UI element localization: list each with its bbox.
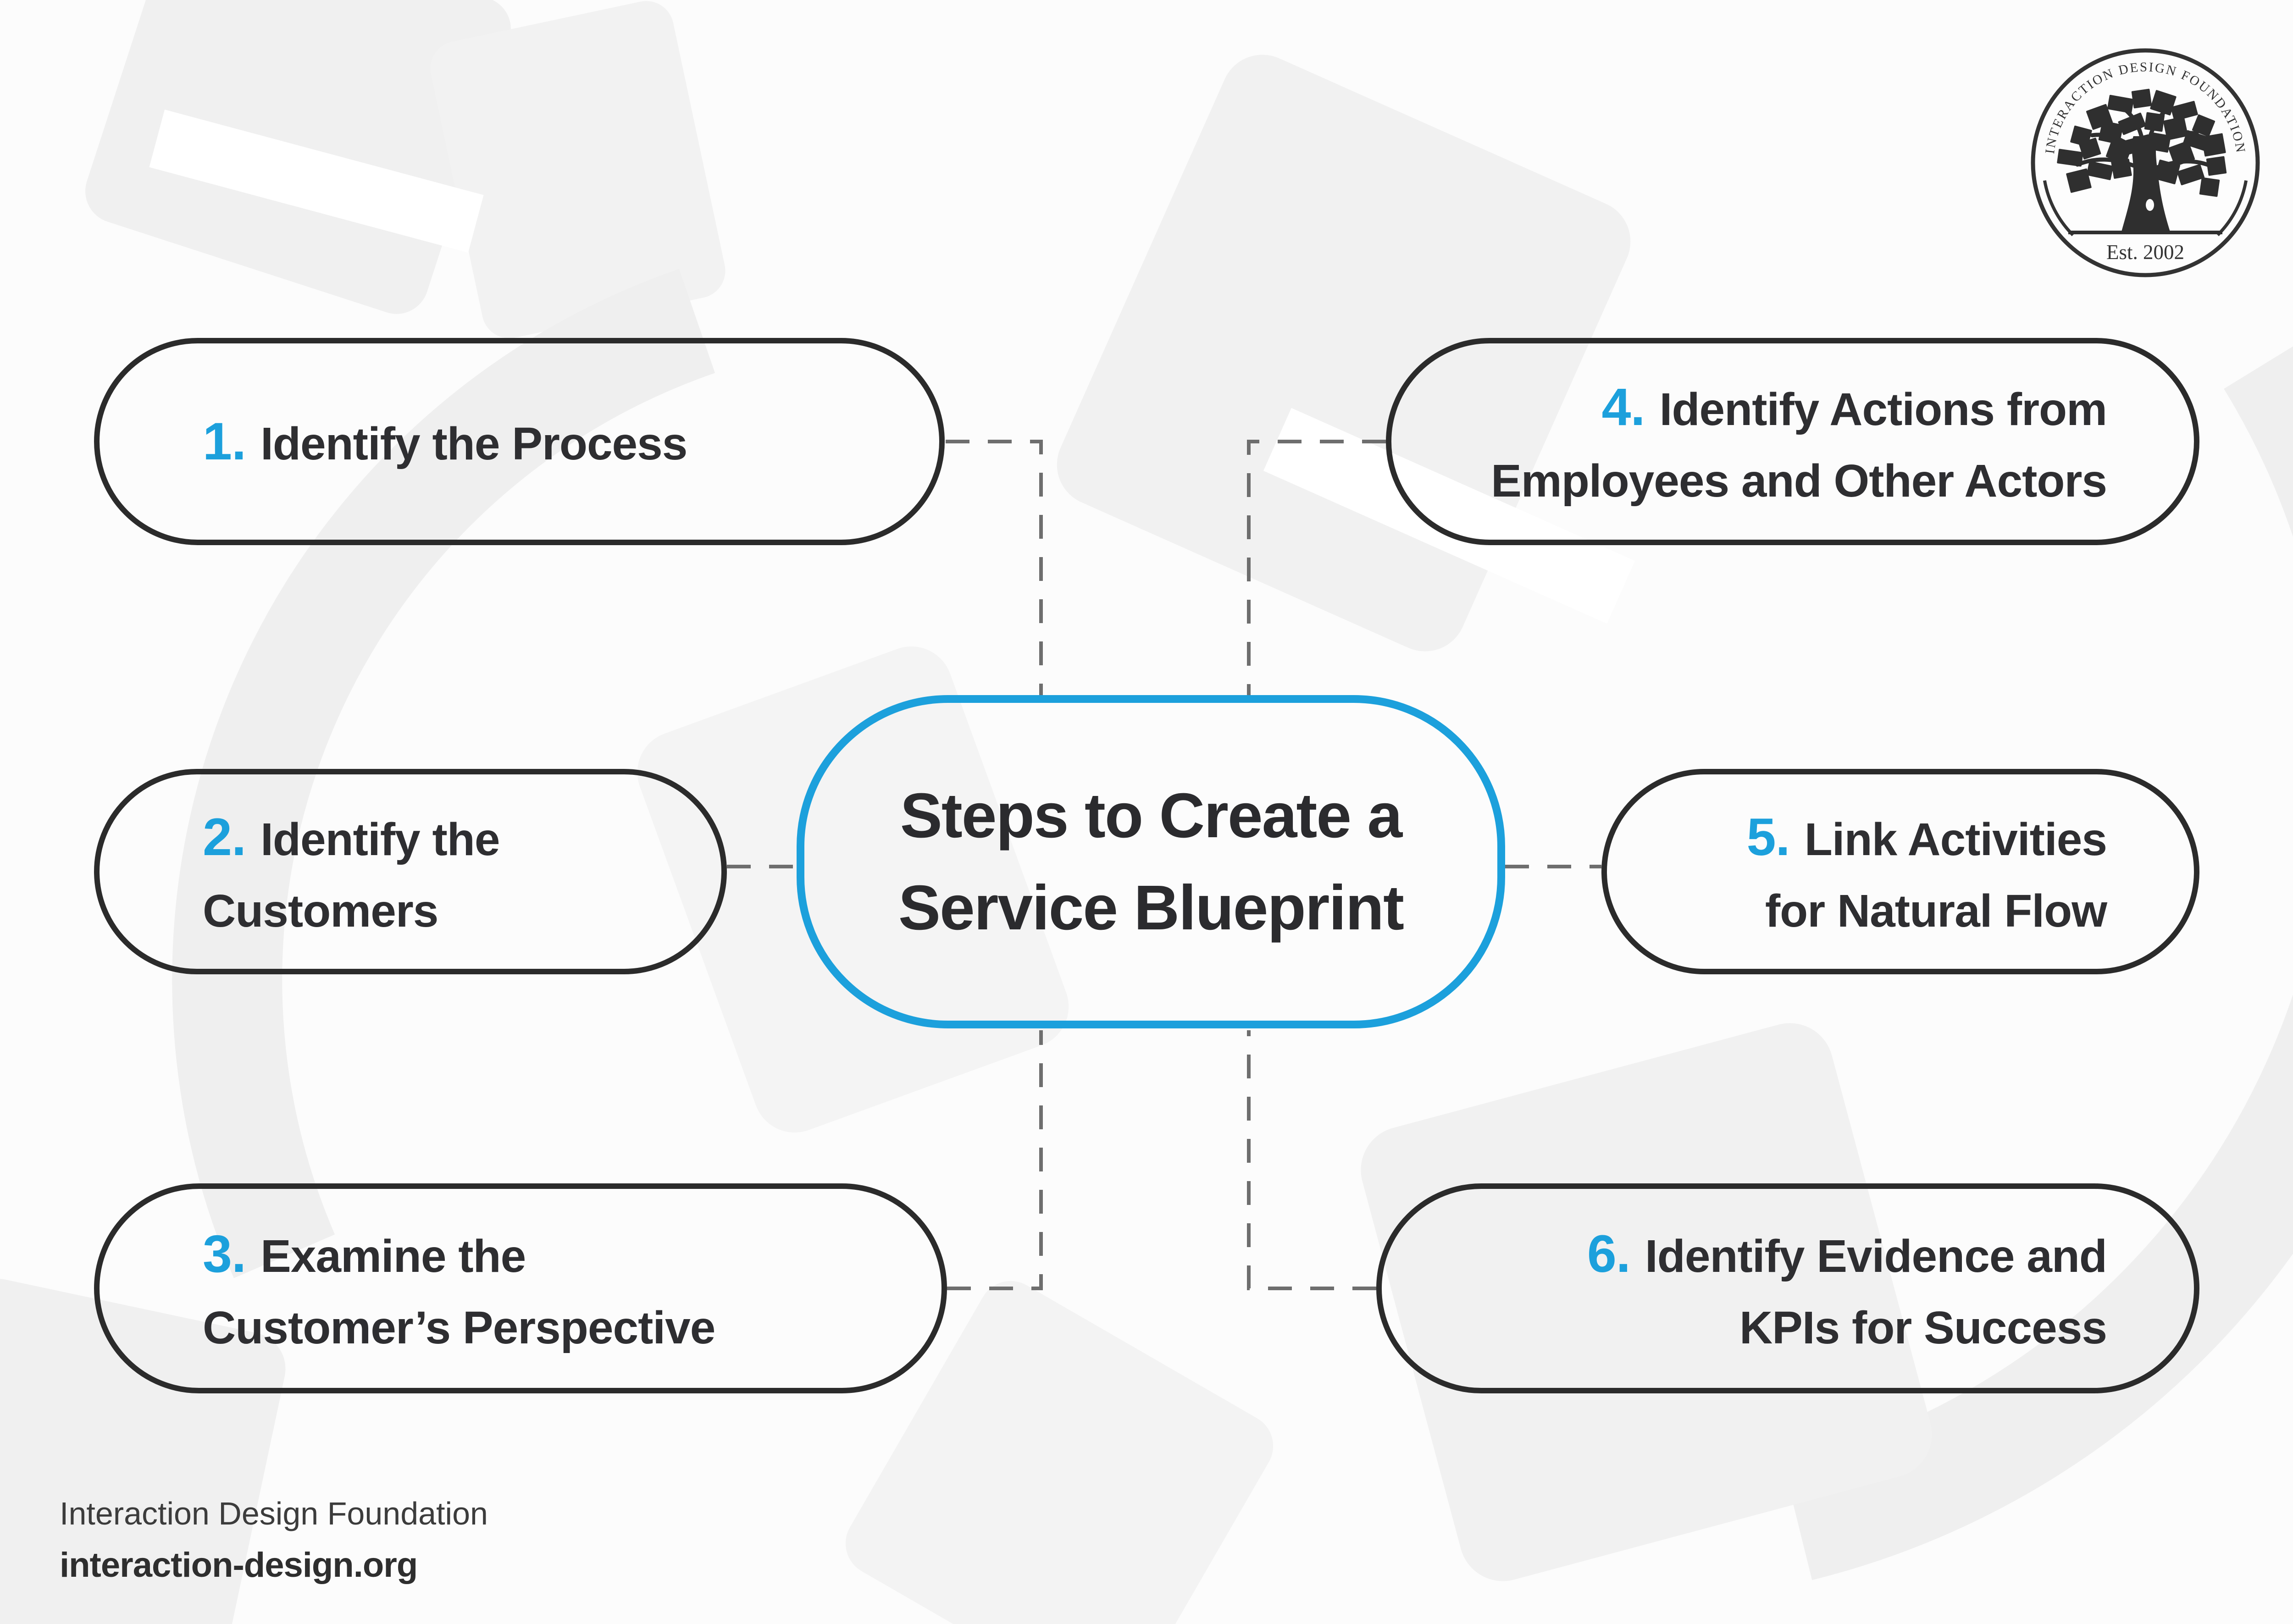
step-1-text: 1. Identify the Process bbox=[203, 402, 687, 481]
step-4-text-line1: 4. Identify Actions from bbox=[1602, 368, 2107, 447]
logo-side-arc-left bbox=[2043, 180, 2074, 237]
central-title-line1: Steps to Create a bbox=[900, 780, 1402, 851]
step-pill-2: 2. Identify the Customers bbox=[94, 769, 727, 974]
step-6-number: 6. bbox=[1587, 1224, 1631, 1283]
step-5-text-line1: 5. Link Activities bbox=[1747, 798, 2107, 877]
step-6-label-line1: Identify Evidence and bbox=[1645, 1230, 2107, 1282]
step-pill-1: 1. Identify the Process bbox=[94, 338, 945, 545]
connector-step6 bbox=[1247, 1030, 1376, 1290]
central-title-node: Steps to Create a Service Blueprint bbox=[797, 695, 1505, 1028]
footer-org-name: Interaction Design Foundation bbox=[60, 1496, 488, 1531]
step-5-number: 5. bbox=[1746, 807, 1790, 867]
step-pill-3: 3. Examine the Customer’s Perspective bbox=[94, 1183, 947, 1393]
connector-step3 bbox=[947, 1030, 1043, 1290]
step-3-label-line2: Customer’s Perspective bbox=[203, 1302, 715, 1354]
logo-est-text: Est. 2002 bbox=[2106, 241, 2184, 264]
step-5-label-line2: for Natural Flow bbox=[1765, 885, 2107, 937]
step-3-text-line1: 3. Examine the bbox=[203, 1215, 526, 1294]
step-4-label-line1: Identify Actions from bbox=[1659, 383, 2107, 435]
step-2-text-line1: 2. Identify the bbox=[203, 798, 500, 877]
step-6-label-line2: KPIs for Success bbox=[1739, 1302, 2107, 1354]
step-5-label-line1: Link Activities bbox=[1804, 813, 2107, 865]
step-1-label: Identify the Process bbox=[260, 418, 687, 470]
step-pill-5: 5. Link Activities for Natural Flow bbox=[1601, 769, 2199, 974]
connector-step1 bbox=[946, 440, 1043, 696]
ixdf-logo: INTERACTION DESIGN FOUNDATION Est. 2002 bbox=[2031, 48, 2260, 277]
step-2-number: 2. bbox=[203, 807, 246, 867]
logo-side-arc-right bbox=[2216, 180, 2248, 237]
step-4-label-line2: Employees and Other Actors bbox=[1491, 455, 2107, 507]
step-2-label-line1: Identify the bbox=[260, 813, 500, 865]
step-6-text-line1: 6. Identify Evidence and bbox=[1587, 1215, 2107, 1294]
connector-step4 bbox=[1247, 440, 1386, 696]
step-4-number: 4. bbox=[1601, 377, 1645, 436]
step-2-label-line2: Customers bbox=[203, 885, 438, 937]
step-pill-4: 4. Identify Actions from Employees and Ot… bbox=[1386, 338, 2199, 545]
footer-attribution: Interaction Design Foundation interactio… bbox=[60, 1497, 488, 1583]
step-3-label-line1: Examine the bbox=[260, 1230, 526, 1282]
central-title-line2: Service Blueprint bbox=[898, 872, 1404, 943]
step-pill-6: 6. Identify Evidence and KPIs for Success bbox=[1376, 1183, 2199, 1393]
logo-tree-icon bbox=[2057, 88, 2227, 234]
step-3-number: 3. bbox=[203, 1224, 246, 1283]
footer-website: interaction-design.org bbox=[60, 1546, 418, 1585]
step-1-number: 1. bbox=[203, 412, 246, 471]
